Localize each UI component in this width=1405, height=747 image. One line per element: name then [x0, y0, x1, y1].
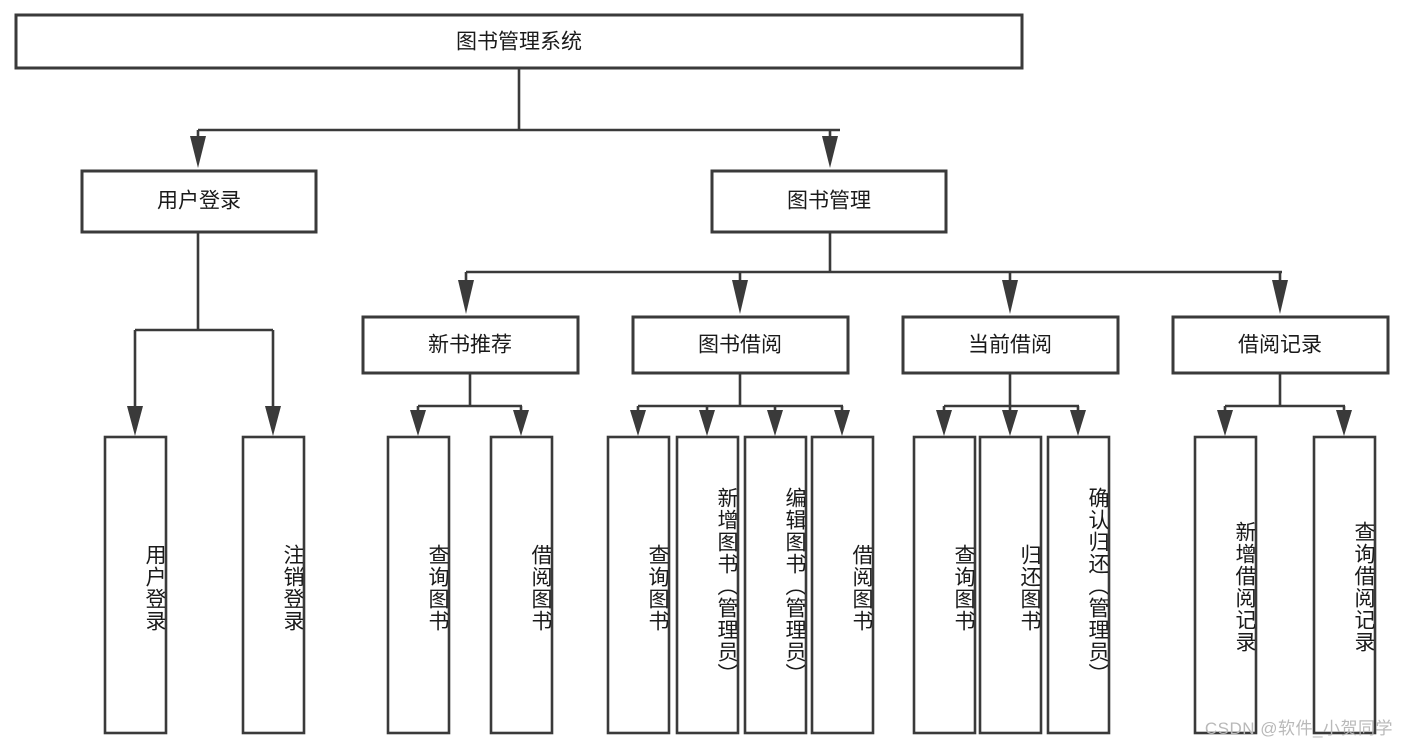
node-root[interactable]: 图书管理系统 [14, 13, 1024, 70]
leaf-query-record-label: 查询借阅记录 [1352, 521, 1374, 653]
arrow-head-leaf-query-record [1336, 410, 1352, 436]
node-book-management[interactable]: 图书管理 [710, 169, 948, 234]
arrow-head-borrow-record [1272, 280, 1288, 314]
leaf-add-book-label: 新增图书（管理员） [715, 487, 737, 685]
node-borrow-record[interactable]: 借阅记录 [1171, 315, 1390, 375]
arrow-head-leaf-query-book-2 [630, 410, 646, 436]
leaf-user-login-textwrap: 用户登录 [143, 544, 165, 632]
leaf-query-book-2-label: 查询图书 [646, 544, 668, 632]
node-book-management-box[interactable] [710, 169, 948, 234]
leaf-confirm-return-label: 确认归还（管理员） [1086, 487, 1108, 685]
arrow-head-new-book-recommend [458, 280, 474, 314]
leaf-query-book-3-textwrap: 查询图书 [952, 544, 974, 632]
node-user-login-label: 用户登录 [157, 190, 241, 213]
leaf-borrow-book-2-textwrap: 借阅图书 [850, 544, 872, 632]
arrow-head-current-borrow [1002, 280, 1018, 314]
leaf-user-login-box[interactable] [103, 435, 168, 735]
arrow-head-leaf-edit-book [767, 410, 783, 436]
node-user-login-box[interactable] [80, 169, 318, 234]
leaf-borrow-book-2-label: 借阅图书 [850, 544, 872, 632]
leaf-add-book[interactable]: 新增图书（管理员） [675, 435, 740, 735]
arrow-head-leaf-borrow-book-2 [834, 410, 850, 436]
leaf-edit-book-box[interactable] [743, 435, 808, 735]
arrow-head-book-borrow [732, 280, 748, 314]
leaf-query-book-1-label: 查询图书 [426, 544, 448, 632]
leaf-add-book-textwrap: 新增图书（管理员） [715, 487, 737, 685]
leaf-add-record-box[interactable] [1193, 435, 1258, 735]
arrow-head-leaf-query-book-3 [936, 410, 952, 436]
arrow-head-leaf-query-book-1 [410, 410, 426, 436]
node-borrow-record-label: 借阅记录 [1238, 334, 1322, 357]
leaf-edit-book-label: 编辑图书（管理员） [783, 487, 805, 685]
leaf-edit-book-textwrap: 编辑图书（管理员） [783, 487, 805, 685]
leaf-logout-login-label: 注销登录 [281, 544, 303, 632]
leaf-borrow-book-2[interactable]: 借阅图书 [810, 435, 875, 735]
leaf-confirm-return[interactable]: 确认归还（管理员） [1046, 435, 1111, 735]
node-new-book-recommend[interactable]: 新书推荐 [361, 315, 580, 375]
leaf-user-login-label: 用户登录 [143, 544, 165, 632]
leaf-query-book-2-box[interactable] [606, 435, 671, 735]
node-new-book-recommend-label: 新书推荐 [428, 334, 512, 357]
node-book-borrow-label: 图书借阅 [698, 334, 782, 357]
leaf-return-book-label: 归还图书 [1018, 544, 1040, 632]
leaf-borrow-book-1-label: 借阅图书 [529, 544, 551, 632]
connector-layer [127, 68, 1352, 436]
leaf-borrow-book-1-textwrap: 借阅图书 [529, 544, 551, 632]
leaf-borrow-book-2-box[interactable] [810, 435, 875, 735]
node-book-borrow-box[interactable] [631, 315, 850, 375]
leaf-query-book-1-box[interactable] [386, 435, 451, 735]
node-borrow-record-box[interactable] [1171, 315, 1390, 375]
arrow-head-leaf-return-book [1002, 410, 1018, 436]
leaf-return-book-textwrap: 归还图书 [1018, 544, 1040, 632]
leaf-query-book-3-box[interactable] [912, 435, 977, 735]
leaf-query-record[interactable]: 查询借阅记录 [1312, 435, 1377, 735]
node-user-login[interactable]: 用户登录 [80, 169, 318, 234]
leaf-logout-login-textwrap: 注销登录 [281, 544, 303, 632]
leaf-query-record-textwrap: 查询借阅记录 [1352, 521, 1374, 653]
node-book-management-label: 图书管理 [787, 190, 871, 213]
leaf-logout-login-box[interactable] [241, 435, 306, 735]
arrow-head-leaf-user-login [127, 406, 143, 436]
leaf-query-book-2-textwrap: 查询图书 [646, 544, 668, 632]
leaf-query-book-2[interactable]: 查询图书 [606, 435, 671, 735]
node-root-label: 图书管理系统 [456, 31, 582, 54]
leaf-confirm-return-textwrap: 确认归还（管理员） [1086, 487, 1108, 685]
node-new-book-recommend-box[interactable] [361, 315, 580, 375]
node-book-borrow[interactable]: 图书借阅 [631, 315, 850, 375]
leaf-add-record[interactable]: 新增借阅记录 [1193, 435, 1258, 735]
leaf-query-book-3[interactable]: 查询图书 [912, 435, 977, 735]
leaf-confirm-return-box[interactable] [1046, 435, 1111, 735]
leaf-logout-login[interactable]: 注销登录 [241, 435, 306, 735]
node-current-borrow[interactable]: 当前借阅 [901, 315, 1120, 375]
leaf-add-record-textwrap: 新增借阅记录 [1233, 521, 1255, 653]
node-root-box[interactable] [14, 13, 1024, 70]
arrow-head-leaf-confirm-return [1070, 410, 1086, 436]
leaf-edit-book[interactable]: 编辑图书（管理员） [743, 435, 808, 735]
arrow-head-book-management [822, 136, 838, 168]
node-current-borrow-label: 当前借阅 [968, 334, 1052, 357]
leaf-borrow-book-1[interactable]: 借阅图书 [489, 435, 554, 735]
arrow-head-leaf-add-book [699, 410, 715, 436]
leaf-borrow-book-1-box[interactable] [489, 435, 554, 735]
arrow-head-user-login [190, 136, 206, 168]
leaf-return-book-box[interactable] [978, 435, 1043, 735]
arrow-head-leaf-logout-login [265, 406, 281, 436]
leaf-add-book-box[interactable] [675, 435, 740, 735]
leaf-query-record-box[interactable] [1312, 435, 1377, 735]
leaf-query-book-3-label: 查询图书 [952, 544, 974, 632]
arrow-head-leaf-borrow-book-1 [513, 410, 529, 436]
leaf-query-book-1-textwrap: 查询图书 [426, 544, 448, 632]
node-current-borrow-box[interactable] [901, 315, 1120, 375]
leaf-query-book-1[interactable]: 查询图书 [386, 435, 451, 735]
leaf-return-book[interactable]: 归还图书 [978, 435, 1043, 735]
leaf-user-login[interactable]: 用户登录 [103, 435, 168, 735]
leaf-add-record-label: 新增借阅记录 [1233, 521, 1255, 653]
arrow-head-leaf-add-record [1217, 410, 1233, 436]
